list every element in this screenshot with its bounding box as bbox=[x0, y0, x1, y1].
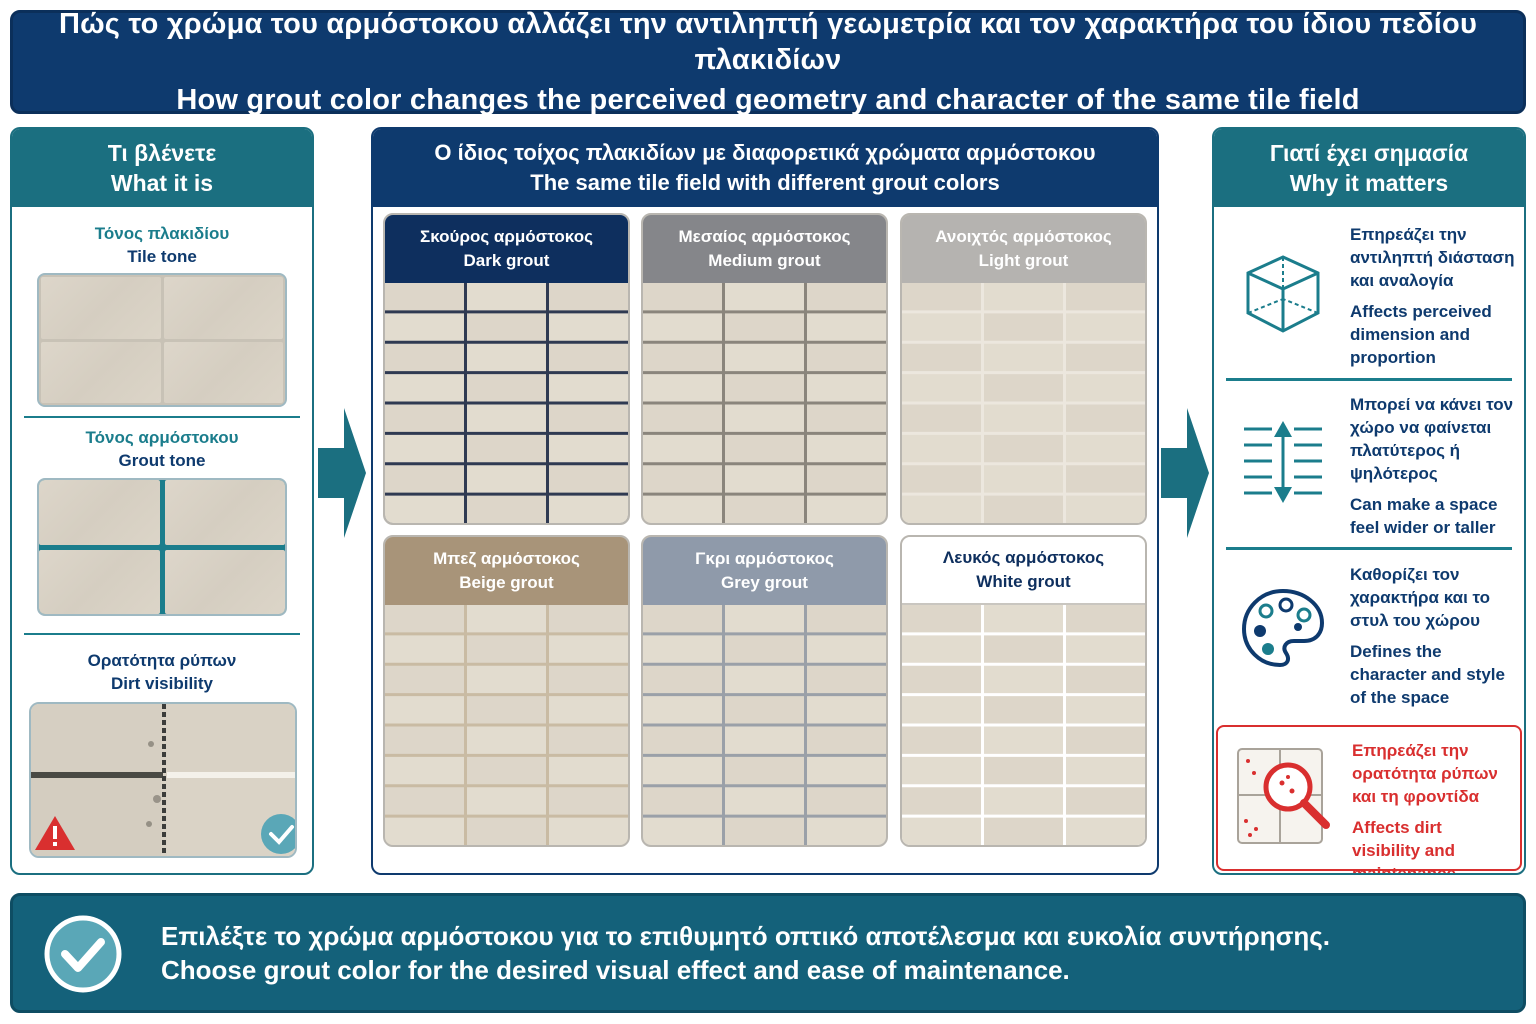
reason-item-space: Μπορεί να κάνει τον χώρο να φαίνεται πλα… bbox=[1214, 391, 1524, 541]
tile-field bbox=[902, 283, 1145, 523]
warning-triangle-icon bbox=[35, 816, 75, 850]
heading-english: The same tile field with different grout… bbox=[530, 170, 1000, 195]
tile-tone-sample bbox=[37, 273, 287, 407]
reason-item-character: Καθορίζει τον χαρακτήρα και το στυλ του … bbox=[1214, 561, 1524, 721]
title-english: How grout color changes the perceived ge… bbox=[176, 84, 1360, 116]
reason-greek: Καθορίζει τον χαρακτήρα και το στυλ του … bbox=[1350, 565, 1491, 630]
footer-recommendation: Επιλέξτε το χρώμα αρμόστοκου για το επιθ… bbox=[10, 893, 1526, 1013]
heading-greek: Γιατί έχει σημασία bbox=[1269, 140, 1469, 166]
reason-divider bbox=[1226, 378, 1512, 381]
grout-card-english: Grey grout bbox=[721, 573, 808, 592]
footer-english: Choose grout color for the desired visua… bbox=[161, 955, 1070, 985]
dirt-visibility-label: Ορατότητα ρύπων Dirt visibility bbox=[12, 649, 312, 695]
check-circle-icon bbox=[261, 814, 295, 854]
grout-card-greek: Μπεζ αρμόστοκος bbox=[433, 549, 580, 568]
reason-greek: Επηρεάζει την αντιληπτή διάσταση και ανα… bbox=[1350, 225, 1515, 290]
section-divider bbox=[24, 633, 300, 635]
tile-field bbox=[643, 283, 886, 523]
title-greek: Πώς το χρώμα του αρμόστοκου αλλάζει την … bbox=[58, 8, 1478, 76]
grout-card-english: White grout bbox=[976, 572, 1071, 591]
tile-field bbox=[902, 605, 1145, 845]
tile-tone-english: Tile tone bbox=[127, 247, 197, 266]
footer-greek: Επιλέξτε το χρώμα αρμόστοκου για το επιθ… bbox=[161, 921, 1331, 951]
arrow-right-icon bbox=[318, 408, 366, 538]
what-it-is-panel: Τι βλένετε What it is Τόνος πλακιδίου Ti… bbox=[10, 127, 314, 875]
tile-tone-label: Τόνος πλακιδίου Tile tone bbox=[12, 222, 312, 268]
dirt-visibility-sample bbox=[29, 702, 297, 858]
heading-greek: Ο ίδιος τοίχος πλακιδίων με διαφορετικά … bbox=[434, 140, 1096, 165]
reason-item-dimension: Επηρεάζει την αντιληπτή διάσταση και ανα… bbox=[1214, 221, 1524, 371]
grout-comparison-heading: Ο ίδιος τοίχος πλακιδίων με διαφορετικά … bbox=[373, 129, 1157, 207]
grout-card-english: Medium grout bbox=[708, 251, 821, 270]
reason-divider bbox=[1226, 547, 1512, 550]
grout-comparison-panel: Ο ίδιος τοίχος πλακιδίων με διαφορετικά … bbox=[371, 127, 1159, 875]
reason-english: Can make a space feel wider or taller bbox=[1350, 495, 1498, 537]
reason-greek: Μπορεί να κάνει τον χώρο να φαίνεται πλα… bbox=[1350, 395, 1514, 483]
grout-card-greek: Μεσαίος αρμόστοκος bbox=[678, 227, 851, 246]
dirt-visibility-english: Dirt visibility bbox=[110, 674, 214, 693]
grout-card-greek: Ανοιχτός αρμόστοκος bbox=[935, 227, 1112, 246]
dirt-visibility-greek: Ορατότητα ρύπων bbox=[87, 651, 237, 670]
heading-greek: Τι βλένετε bbox=[107, 140, 217, 166]
check-circle-icon bbox=[44, 915, 122, 993]
heading-english: Why it matters bbox=[1289, 170, 1449, 196]
reason-english: Defines the character and style of the s… bbox=[1350, 642, 1505, 707]
expand-arrows-icon bbox=[1244, 421, 1322, 503]
grout-tone-sample bbox=[37, 478, 287, 616]
grout-tone-english: Grout tone bbox=[118, 451, 206, 470]
grout-card-greek: Σκούρος αρμόστοκος bbox=[420, 227, 593, 246]
arrow-right-icon bbox=[1161, 408, 1209, 538]
what-it-is-heading: Τι βλένετε What it is bbox=[12, 129, 312, 207]
grout-tone-greek: Τόνος αρμόστοκου bbox=[85, 428, 239, 447]
grout-card-english: Beige grout bbox=[459, 573, 554, 592]
reason-greek: Επηρεάζει την ορατότητα ρύπων και τη φρο… bbox=[1352, 741, 1498, 806]
heading-english: What it is bbox=[110, 170, 214, 196]
tile-field bbox=[385, 605, 628, 845]
why-it-matters-heading: Γιατί έχει σημασία Why it matters bbox=[1214, 129, 1524, 207]
tile-tone-greek: Τόνος πλακιδίου bbox=[94, 224, 230, 243]
why-it-matters-panel: Γιατί έχει σημασία Why it matters Επηρεά… bbox=[1212, 127, 1526, 875]
tile-field bbox=[385, 283, 628, 523]
cube-icon bbox=[1246, 255, 1320, 333]
reason-english: Affects perceived dimension and proporti… bbox=[1350, 302, 1492, 367]
grout-card-english: Dark grout bbox=[463, 251, 550, 270]
palette-icon bbox=[1241, 588, 1325, 668]
grout-tone-label: Τόνος αρμόστοκου Grout tone bbox=[12, 426, 312, 472]
page-header: Πώς το χρώμα του αρμόστοκου αλλάζει την … bbox=[10, 8, 1526, 116]
tile-field bbox=[643, 605, 886, 845]
magnifier-dirt-icon bbox=[1237, 748, 1330, 844]
reason-english: Affects dirt visibility and maintenance bbox=[1352, 818, 1456, 875]
grout-card-greek: Γκρι αρμόστοκος bbox=[695, 549, 834, 568]
grout-card-greek: Λευκός αρμόστοκος bbox=[942, 548, 1105, 567]
grout-card-english: Light grout bbox=[978, 251, 1069, 270]
reason-item-dirt: Επηρεάζει την ορατότητα ρύπων και τη φρο… bbox=[1216, 725, 1522, 873]
section-divider bbox=[24, 416, 300, 418]
